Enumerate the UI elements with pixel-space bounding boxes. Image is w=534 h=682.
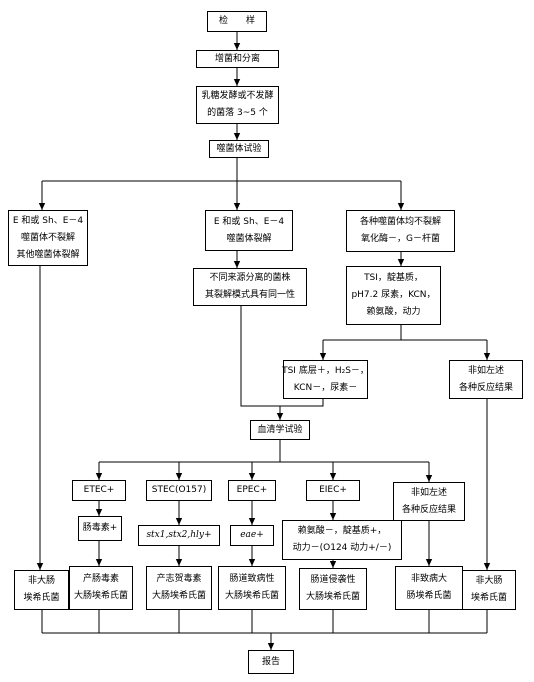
report-text: 报告 — [261, 656, 280, 667]
etec-result-box: 产肠毒素 大肠埃希氏菌 — [69, 566, 133, 610]
epec-result-line2: 大肠埃希氏菌 — [224, 591, 279, 601]
biochem-test-line1: TSI，靛基质， — [364, 273, 423, 283]
same-lysis-pattern-box: 不同来源分离的菌株 其裂解模式具有同一性 — [193, 268, 307, 306]
phage-not-lysed-line3: 其他噬菌体裂解 — [16, 249, 80, 260]
biochem-test-line2: pH7.2 尿素，KCN， — [351, 290, 436, 300]
serology-test-box: 血清学试验 — [250, 420, 310, 440]
colony-pick-line1: 乳糖发酵或不发酵 — [201, 91, 274, 101]
other-results-2-line2: 各种反应结果 — [401, 504, 456, 515]
phage-lysed-line2: 噬菌体裂解 — [226, 233, 272, 244]
etec-result-line2: 大肠埃希氏菌 — [73, 591, 128, 601]
eiec-text: EIEC+ — [319, 485, 347, 495]
other-results-1-line1: 非如左述 — [467, 365, 504, 376]
non-ecoli-2-line1: 非大肠 — [475, 576, 503, 586]
non-ecoli-box-1: 非大肠 埃希氏菌 — [14, 570, 69, 610]
colony-pick-line2: 的菌落 3~5 个 — [207, 108, 268, 118]
eiec-result-box: 肠道侵袭性 大肠埃希氏菌 — [299, 568, 367, 610]
epec-result-line1: 肠道致病性 — [229, 574, 275, 584]
non-ecoli-box-2: 非大肠 埃希氏菌 — [462, 570, 516, 610]
line-tsires-merge — [280, 399, 324, 407]
enrichment-box: 增菌和分离 — [196, 50, 279, 68]
eae-gene-box: eae+ — [230, 525, 274, 546]
sample-box: 检 样 — [207, 11, 267, 32]
nonpathogenic-ecoli-line2: 肠埃希氏菌 — [406, 591, 452, 601]
enrichment-text: 增菌和分离 — [214, 53, 260, 64]
etec-box: ETEC+ — [72, 480, 126, 501]
phage-not-lysed-box: E 和或 Sh、E－4 噬菌体不裂解 其他噬菌体裂解 — [8, 210, 88, 266]
stec-result-line2: 大肠埃希氏菌 — [151, 591, 206, 601]
etec-result-line1: 产肠毒素 — [82, 574, 119, 584]
eiec-result-line2: 大肠埃希氏菌 — [305, 592, 360, 602]
stx-genes-text: stx1,stx2,hly+ — [146, 530, 212, 540]
non-ecoli-1-line1: 非大肠 — [27, 576, 55, 586]
other-results-2-line1: 非如左述 — [410, 487, 447, 498]
phage-lysed-line1: E 和或 Sh、E－4 — [213, 216, 285, 227]
stec-result-line1: 产志贺毒素 — [156, 574, 202, 584]
tsi-result-line1: TSI 底层＋，H₂S－， — [282, 365, 369, 376]
report-box: 报告 — [248, 650, 294, 674]
phage-lysed-box: E 和或 Sh、E－4 噬菌体裂解 — [205, 210, 293, 251]
stx-genes-box: stx1,stx2,hly+ — [138, 525, 220, 546]
phage-not-lysed-line2: 噬菌体不裂解 — [20, 232, 75, 243]
all-phage-not-lysed-line2: 氧化酶－，G－杆菌 — [361, 234, 440, 244]
biochem-test-line3: 赖氨酸，动力 — [366, 307, 421, 317]
sample-text: 检 样 — [218, 16, 255, 26]
colony-pick-box: 乳糖发酵或不发酵 的菌落 3~5 个 — [196, 86, 279, 124]
other-results-box-2: 非如左述 各种反应结果 — [393, 482, 465, 521]
same-lysis-pattern-line1: 不同来源分离的菌株 — [209, 273, 291, 283]
epec-box: EPEC+ — [228, 480, 276, 501]
epec-text: EPEC+ — [236, 485, 268, 495]
phage-not-lysed-line1: E 和或 Sh、E－4 — [12, 215, 84, 226]
phage-test-text: 噬菌体试验 — [216, 143, 262, 154]
stec-box: STEC(O157) — [146, 480, 212, 501]
non-ecoli-2-line2: 埃希氏菌 — [470, 593, 507, 603]
eiec-result-line1: 肠道侵袭性 — [310, 575, 356, 585]
stec-text: STEC(O157) — [151, 485, 207, 495]
stec-result-box: 产志贺毒素 大肠埃希氏菌 — [146, 566, 212, 610]
etec-text: ETEC+ — [83, 485, 115, 495]
all-phage-not-lysed-line1: 各种噬菌体均不裂解 — [359, 217, 441, 227]
epec-result-box: 肠道致病性 大肠埃希氏菌 — [218, 566, 286, 610]
all-phage-not-lysed-box: 各种噬菌体均不裂解 氧化酶－，G－杆菌 — [346, 210, 455, 252]
other-results-box-1: 非如左述 各种反应结果 — [449, 360, 523, 399]
nonpathogenic-ecoli-box: 非致病大 肠埃希氏菌 — [395, 566, 463, 610]
biochem-test-box: TSI，靛基质， pH7.2 尿素，KCN， 赖氨酸，动力 — [346, 266, 441, 325]
non-ecoli-1-line2: 埃希氏菌 — [23, 593, 60, 603]
eiec-biochem-line2: 动力－(O124 动力+/－) — [292, 543, 392, 553]
enterotoxin-box: 肠毒素+ — [78, 516, 122, 541]
tsi-result-box: TSI 底层＋，H₂S－， KCN－，尿素－ — [282, 360, 369, 399]
tsi-result-line2: KCN－，尿素－ — [293, 382, 358, 393]
other-results-1-line2: 各种反应结果 — [458, 382, 513, 393]
nonpathogenic-ecoli-line1: 非致病大 — [410, 574, 447, 584]
eiec-box: EIEC+ — [306, 480, 360, 501]
phage-test-box: 噬菌体试验 — [209, 140, 269, 158]
eae-gene-text: eae+ — [240, 530, 264, 540]
eiec-biochem-line1: 赖氨酸－，靛基质+， — [297, 526, 387, 536]
same-lysis-pattern-line2: 其裂解模式具有同一性 — [204, 290, 295, 300]
line-same-merge — [240, 306, 280, 407]
enterotoxin-text: 肠毒素+ — [82, 523, 118, 533]
eiec-biochem-box: 赖氨酸－，靛基质+， 动力－(O124 动力+/－) — [282, 520, 402, 560]
serology-test-text: 血清学试验 — [257, 424, 303, 435]
